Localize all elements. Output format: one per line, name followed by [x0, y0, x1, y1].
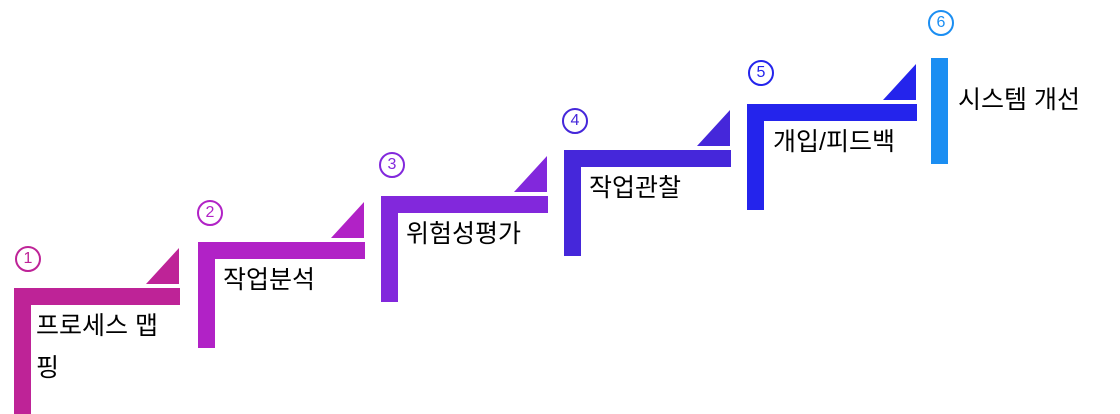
- step-label: 프로세스 맵핑: [36, 312, 158, 382]
- step-tread-bar: [747, 104, 917, 121]
- step-riser-bar: [564, 150, 581, 256]
- step-label: 시스템 개선: [958, 86, 1080, 114]
- step-riser-bar: [747, 104, 764, 210]
- step-riser-bar: [381, 196, 398, 302]
- step-label: 개입/피드백: [773, 128, 895, 156]
- step-label: 위험성평가: [406, 220, 522, 248]
- step-number-badge: 3: [379, 152, 405, 178]
- step-number-badge: 1: [15, 246, 41, 272]
- step-riser-bar: [198, 242, 215, 348]
- step-riser-bar: [931, 58, 948, 164]
- step-label: 작업분석: [223, 266, 316, 294]
- step-tread-bar: [198, 242, 365, 259]
- step-tread-bar: [14, 288, 180, 305]
- step-tread-bar: [564, 150, 731, 167]
- step-number-badge: 2: [197, 200, 223, 226]
- step-tread-bar: [381, 196, 548, 213]
- step-number-badge: 4: [562, 108, 588, 134]
- step-label: 작업관찰: [589, 174, 682, 202]
- step-number-badge: 6: [928, 10, 954, 36]
- step-number-badge: 5: [748, 60, 774, 86]
- step-riser-bar: [14, 288, 31, 414]
